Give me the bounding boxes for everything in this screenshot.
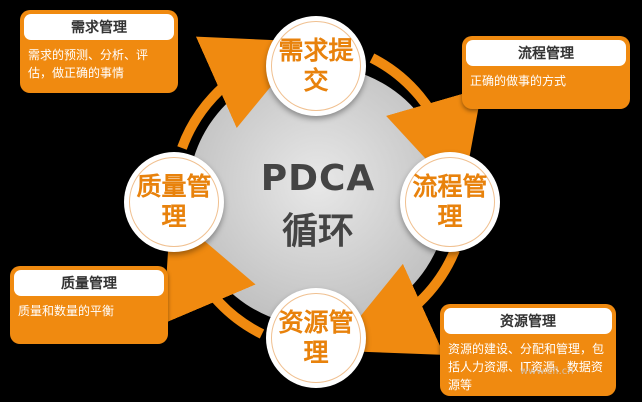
card-resource-desc: 资源的建设、分配和管理，包括人力资源、IT资源、数据资源等	[448, 342, 605, 392]
center-subtitle: 循环	[281, 211, 354, 252]
card-demand-title: 需求管理	[24, 14, 174, 40]
watermark: www.cfl.cn	[520, 366, 574, 377]
arrow-quality-to-demand	[177, 36, 308, 150]
card-resource-title: 资源管理	[444, 308, 612, 334]
node-resource-label: 资源管理	[278, 308, 354, 367]
card-demand-desc: 需求的预测、分析、评估，做正确的事情	[28, 48, 149, 80]
arrow-demand-to-process	[369, 53, 483, 199]
node-resource: 资源管理	[266, 288, 366, 388]
card-resource: 资源管理 资源的建设、分配和管理，包括人力资源、IT资源、数据资源等	[440, 304, 616, 396]
node-demand-label: 需求提交	[278, 36, 354, 95]
arrow-process-to-resource	[332, 248, 460, 355]
card-quality: 质量管理 质量和数量的平衡	[10, 266, 168, 344]
node-process-label: 流程管理	[412, 172, 488, 231]
card-quality-title: 质量管理	[14, 270, 164, 296]
card-quality-desc: 质量和数量的平衡	[18, 304, 115, 318]
card-demand: 需求管理 需求的预测、分析、评估，做正确的事情	[20, 10, 178, 93]
card-process: 流程管理 正确的做事的方式	[462, 36, 630, 109]
arrow-resource-to-quality	[163, 211, 265, 339]
card-process-title: 流程管理	[466, 40, 626, 66]
node-process: 流程管理	[400, 152, 500, 252]
node-demand: 需求提交	[266, 16, 366, 116]
center-title: PDCA	[260, 158, 376, 199]
node-quality-label: 质量管理	[136, 172, 212, 231]
node-quality: 质量管理	[124, 152, 224, 252]
card-process-desc: 正确的做事的方式	[470, 74, 567, 88]
